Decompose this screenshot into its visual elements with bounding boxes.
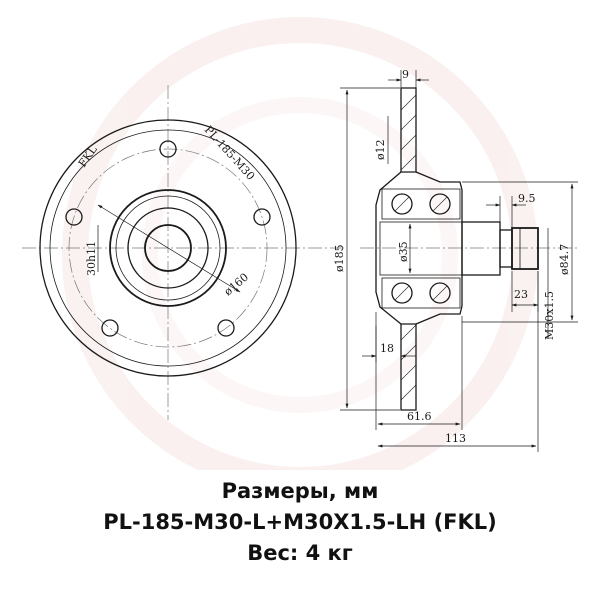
shaft-step <box>499 229 513 268</box>
bolt-hole <box>253 208 271 226</box>
watermark-ring <box>62 17 538 470</box>
bearing-top <box>381 188 461 220</box>
bolt-hole <box>217 319 235 337</box>
pcd-dimension-line <box>97 204 241 293</box>
bolt-hole-label: ø12 <box>374 139 387 160</box>
outer-diameter-label: ø185 <box>333 244 346 272</box>
bearing-bottom <box>381 277 461 309</box>
overall-length-label: 113 <box>445 432 466 445</box>
bolt-hole <box>101 319 119 337</box>
shaft <box>461 221 501 276</box>
bolt-holes <box>65 140 271 337</box>
stub-length-label: 23 <box>514 288 528 301</box>
caption-weight: Вес: 4 кг <box>247 541 353 565</box>
side-view: 9 ø12 ø185 ø35 9.5 ø84.7 23 M30x1.5 <box>333 68 580 452</box>
bolt-hole <box>65 208 83 226</box>
flange-outline <box>39 119 297 377</box>
hub-length-label: 61.6 <box>407 410 432 423</box>
flange-hatching <box>400 94 417 401</box>
stub-step-label: 9.5 <box>518 192 536 205</box>
flange-inner-edge <box>49 129 287 367</box>
bolt-hole <box>159 140 177 158</box>
thread-label: M30x1.5 <box>543 291 556 340</box>
technical-drawing: ø160 30h11 PL-185-M30 FKL <box>22 17 580 470</box>
pitch-circle <box>68 148 268 348</box>
pilot-label: 30h11 <box>85 241 98 276</box>
threaded-stub <box>511 227 539 270</box>
caption-part-number: PL-185-M30-L+M30X1.5-LH (FKL) <box>103 510 497 534</box>
stud-diameter-label: ø84.7 <box>558 244 571 275</box>
bore-diameter-label: ø35 <box>397 241 410 262</box>
plate-label: PL-185-M30 <box>202 123 257 183</box>
hub-body-left <box>375 171 402 325</box>
flange-thickness-label: 9 <box>402 68 409 81</box>
flange-bottom <box>400 323 417 411</box>
caption-title: Размеры, мм <box>221 479 379 503</box>
flange-offset-label: 18 <box>380 342 394 355</box>
pcd-label: ø160 <box>222 271 252 299</box>
